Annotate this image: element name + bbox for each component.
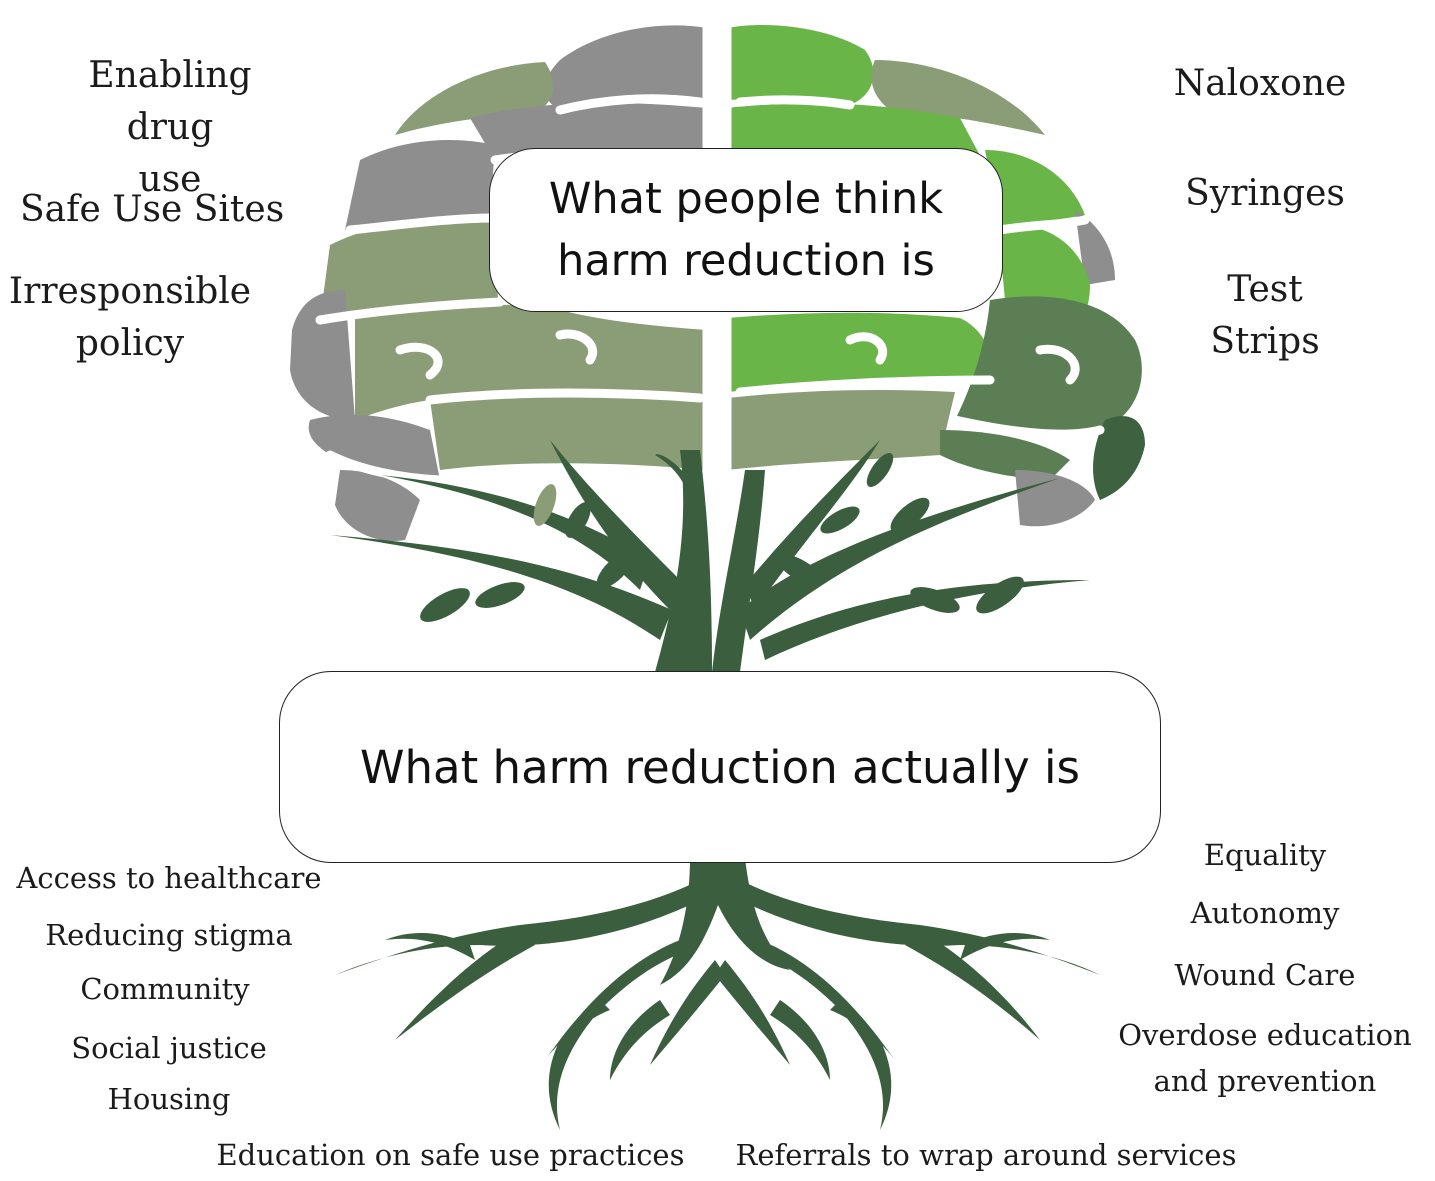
- brain-canopy: [290, 15, 1145, 541]
- reality-label: Reducing stigma: [45, 918, 293, 952]
- trunk: [712, 470, 765, 672]
- root: [750, 940, 892, 1130]
- leaf: [420, 588, 470, 622]
- tree-roots: [335, 858, 1100, 1130]
- root: [548, 940, 690, 1130]
- reality-label: Social justice: [71, 1031, 267, 1065]
- root: [545, 1000, 610, 1060]
- reality-heading: What harm reduction actually is: [360, 740, 1080, 794]
- reality-label: Access to healthcare: [16, 861, 322, 895]
- leaf: [565, 502, 591, 538]
- perception-heading: What people think harm reduction is: [548, 174, 944, 286]
- root: [770, 1000, 830, 1080]
- root: [335, 880, 700, 975]
- brain-lobe: [1015, 470, 1095, 527]
- perception-label: Irresponsible policy: [8, 271, 252, 364]
- brain-lobe: [355, 304, 707, 420]
- brain-lobe: [320, 217, 498, 320]
- reality-label: Equality: [1203, 838, 1327, 872]
- reality-label: Housing: [107, 1082, 231, 1116]
- root: [740, 880, 1100, 975]
- reality-label: Referrals to wrap around services: [735, 1138, 1237, 1172]
- root: [395, 930, 535, 1040]
- leaf: [976, 576, 1024, 614]
- branch: [655, 454, 700, 520]
- branch: [550, 440, 685, 610]
- branch: [380, 475, 650, 590]
- reality-label: Overdose education and prevention: [1118, 1018, 1412, 1099]
- root: [650, 960, 725, 1065]
- brain-lobe: [345, 140, 495, 230]
- root: [715, 960, 790, 1065]
- brain-lobe: [727, 24, 874, 105]
- brain-lobe: [545, 25, 707, 110]
- root: [830, 1000, 895, 1060]
- leaf: [890, 497, 930, 533]
- root: [905, 930, 1040, 1040]
- reality-label: Autonomy: [1190, 896, 1340, 930]
- brain-lobe: [1075, 210, 1115, 285]
- brain-lobe: [395, 62, 554, 135]
- perception-label: Syringes: [1185, 173, 1345, 214]
- brain-lobe: [940, 430, 1070, 480]
- brain-lobe: [335, 470, 420, 541]
- leaf: [910, 587, 960, 613]
- brain-lobe: [727, 312, 992, 392]
- leaf: [820, 506, 860, 534]
- brain-lobe: [308, 414, 440, 480]
- leaves: [420, 452, 1024, 622]
- perception-heading-box: What people think harm reduction is: [489, 148, 1003, 312]
- reality-heading-box: What harm reduction actually is: [279, 671, 1161, 863]
- perception-label: Test Strips: [1210, 269, 1320, 362]
- root: [960, 933, 1050, 960]
- reality-label: Wound Care: [1174, 958, 1356, 992]
- leaf: [596, 551, 634, 589]
- leaf: [866, 452, 894, 488]
- perception-label: Safe Use Sites: [20, 189, 285, 230]
- leaf: [776, 554, 824, 586]
- branch: [745, 440, 880, 610]
- brain-lobe: [871, 60, 1045, 135]
- brain-lobe: [1093, 416, 1145, 500]
- brain-lobe: [985, 150, 1085, 230]
- leaf: [475, 582, 525, 608]
- leaf: [533, 484, 557, 526]
- reality-label: Education on safe use practices: [216, 1138, 685, 1172]
- root: [610, 1000, 670, 1080]
- root: [385, 933, 475, 960]
- tree-trunk: [330, 440, 1090, 672]
- brain-lobe: [290, 290, 355, 420]
- brain-lobe: [430, 393, 707, 470]
- brain-lobe: [470, 102, 707, 160]
- brain-lobe: [727, 390, 955, 470]
- perception-label: Enabling drug use: [88, 55, 252, 200]
- perception-label: Naloxone: [1173, 63, 1347, 104]
- reality-label: Community: [80, 972, 250, 1006]
- brain-lobe: [955, 296, 1142, 433]
